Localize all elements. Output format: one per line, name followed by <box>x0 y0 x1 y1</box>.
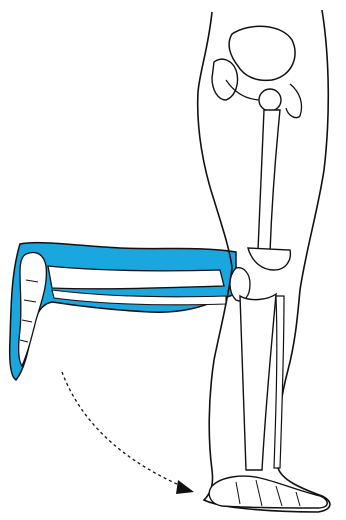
fibula <box>274 296 284 468</box>
tibia <box>240 294 276 470</box>
flexed-leg <box>10 243 236 380</box>
curved-motion-arrow-icon <box>62 372 194 494</box>
femur <box>248 89 290 270</box>
flexed-foot <box>19 253 47 367</box>
pelvis <box>212 26 302 117</box>
standing-lower-leg-bones <box>240 294 284 470</box>
